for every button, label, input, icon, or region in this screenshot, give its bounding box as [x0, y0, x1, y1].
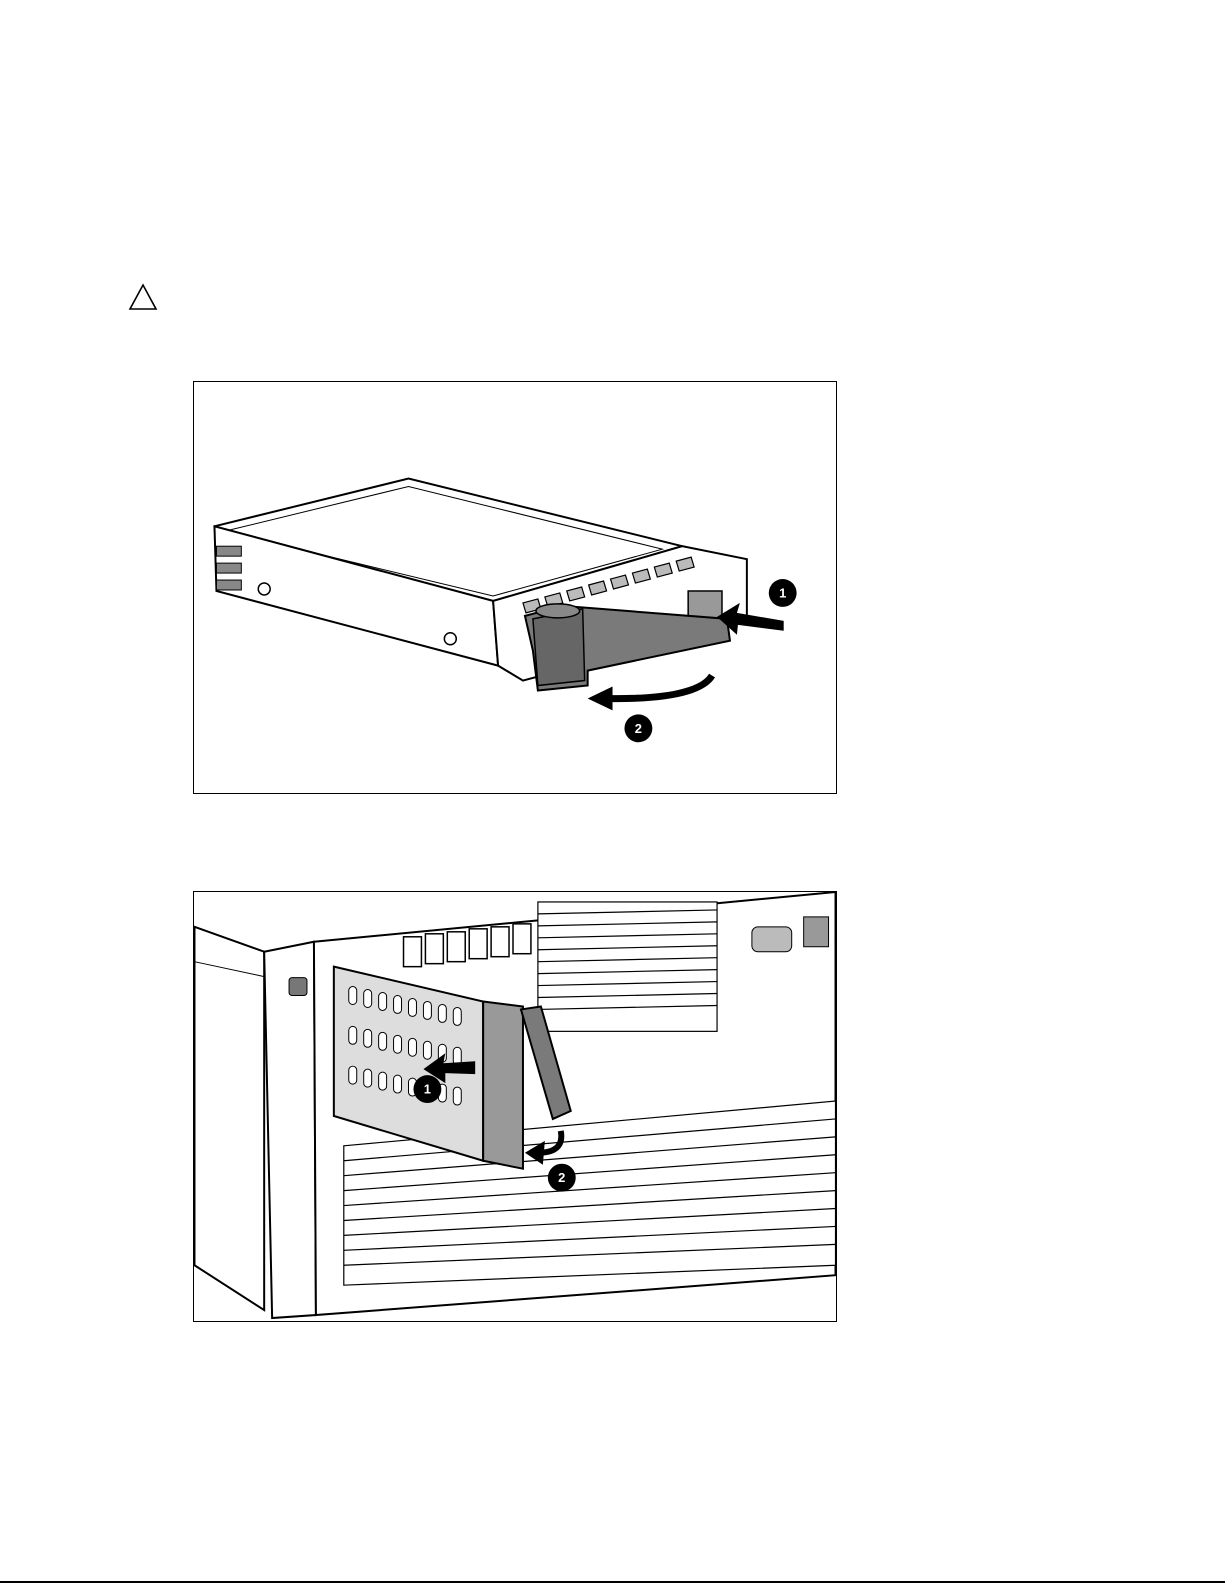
callout-2: 2 — [635, 721, 642, 736]
callout-1: 1 — [779, 585, 786, 600]
callout-1: 1 — [424, 1082, 431, 1097]
caution-triangle-icon — [128, 283, 158, 311]
callout-2: 2 — [558, 1170, 565, 1185]
figure-drive-insert-server: 1 2 — [193, 891, 837, 1322]
drive-illustration-1: 1 2 — [194, 382, 836, 793]
figure-drive-handle-release: 1 2 — [193, 381, 837, 794]
footer-rule — [0, 1581, 1225, 1583]
drive-illustration-2: 1 2 — [194, 892, 836, 1321]
